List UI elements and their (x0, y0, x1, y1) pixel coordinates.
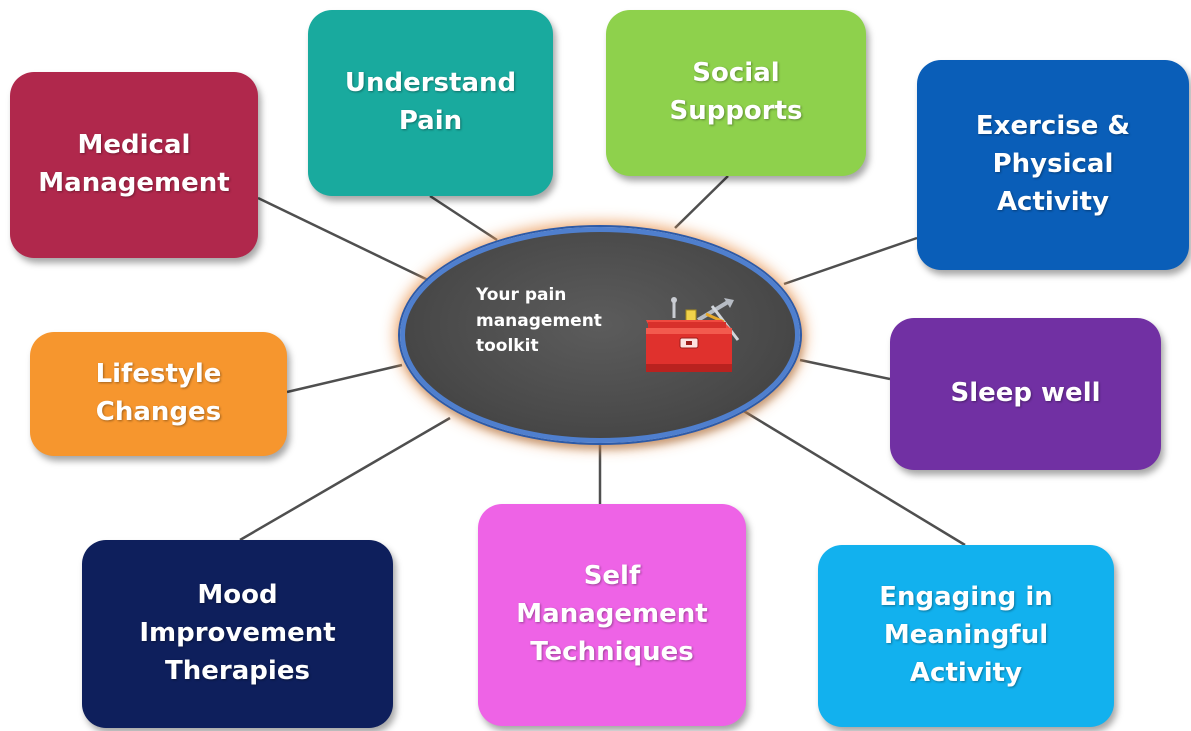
node-label-line: Management (516, 599, 708, 630)
node-label-line: Physical (992, 149, 1114, 180)
node-label-line: Social (692, 58, 780, 89)
node-label-line: Management (38, 168, 230, 198)
toolkit-hub-label: Your pain management toolkit (476, 285, 602, 356)
connector-lifestyle-changes (286, 363, 403, 394)
node-label-line: Pain (398, 106, 463, 136)
node-label: Sleep well (950, 375, 1100, 413)
toolbox-icon (646, 297, 740, 372)
node-sleep-well[interactable]: Sleep well (890, 318, 1161, 470)
connector-engaging-activity (741, 408, 966, 547)
connector-understand-pain (429, 194, 498, 242)
node-label-line: Mood (197, 580, 278, 611)
node-label-line: Lifestyle (95, 359, 222, 390)
connector-exercise (783, 236, 918, 286)
node-label-line: Exercise & (975, 111, 1131, 142)
node-label-line: Supports (669, 96, 803, 126)
node-label-line: Engaging in (879, 582, 1053, 613)
node-label-line: Self (583, 561, 641, 592)
connector-mood-improvement (239, 416, 451, 542)
connector-sleep-well (799, 358, 891, 381)
node-label-line: Therapies (165, 655, 310, 686)
node-label-line: Understand (344, 68, 517, 99)
connector-social-supports (674, 175, 729, 229)
node-label-line: Improvement (139, 618, 336, 649)
node-label-line: Activity (996, 186, 1110, 217)
node-label-line: Medical (77, 130, 191, 161)
node-label-line: Changes (95, 397, 222, 427)
node-label-line: Sleep well (950, 378, 1101, 409)
connector-medical-management (257, 196, 429, 282)
node-label-line: Activity (909, 657, 1023, 688)
node-label-line: Meaningful (883, 620, 1049, 651)
node-label-line: Techniques (530, 636, 694, 667)
